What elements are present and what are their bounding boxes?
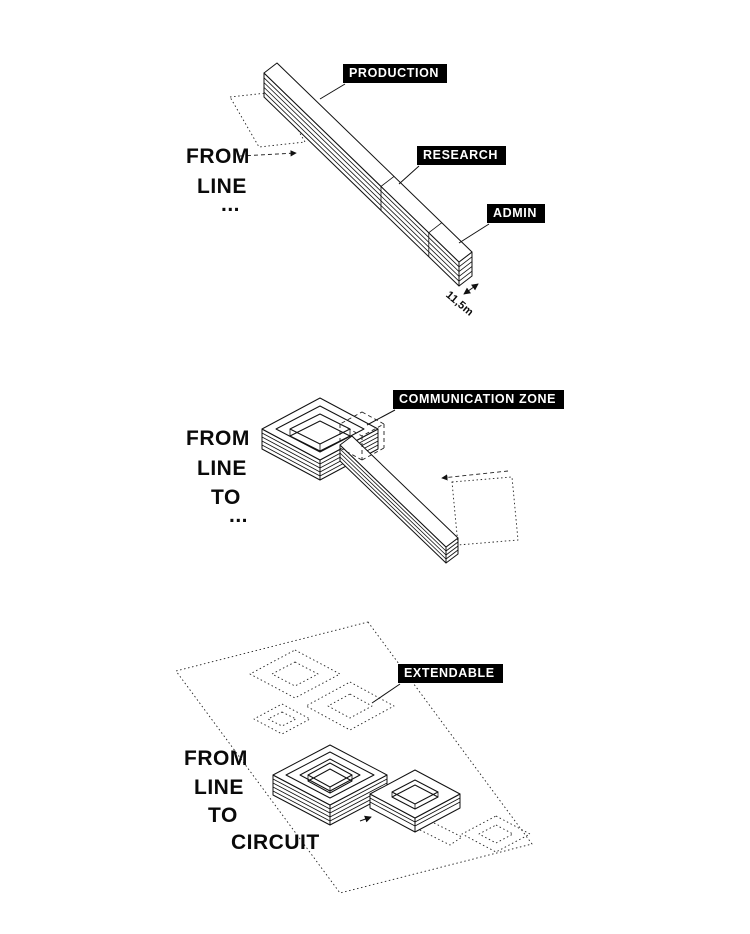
dimension-line <box>463 283 479 295</box>
caption-line: FROM <box>186 427 250 450</box>
panel-circuit-diagram <box>175 621 533 894</box>
growth-arrow <box>359 815 372 823</box>
label-extendable: EXTENDABLE <box>398 664 503 683</box>
growth-arrow <box>239 150 297 157</box>
leader-research <box>398 165 420 185</box>
label-production: PRODUCTION <box>343 64 448 83</box>
growth-arrow <box>441 470 509 481</box>
phantom-module-outline <box>451 476 519 546</box>
label-communication-zone: COMMUNICATION ZONE <box>393 390 565 409</box>
floor-lines <box>263 77 473 282</box>
leader-admin <box>458 223 490 244</box>
bar-top-face <box>263 62 473 263</box>
label-research: RESEARCH <box>417 146 506 165</box>
site-outline <box>175 621 533 894</box>
floor-lines <box>339 448 459 560</box>
caption-line: ... <box>221 193 241 216</box>
zone-division-lines <box>380 176 443 257</box>
courtyard-building <box>272 744 388 826</box>
caption-line: TO <box>208 804 238 827</box>
leader-extendable <box>371 683 401 704</box>
caption-line: TO <box>211 486 241 509</box>
attached-bar-building <box>339 435 459 564</box>
panel-line-to-diagram <box>261 397 519 564</box>
caption-line: FROM <box>186 145 250 168</box>
label-admin: ADMIN <box>487 204 545 223</box>
bar-top-face <box>339 435 459 548</box>
leader-production <box>319 83 346 100</box>
caption-line: LINE <box>197 457 247 480</box>
leader-communication-zone <box>366 409 396 426</box>
panel-line-diagram <box>229 62 490 295</box>
caption-line: LINE <box>194 776 244 799</box>
caption-line: FROM <box>184 747 248 770</box>
floor-lines <box>369 797 461 827</box>
floor-lines <box>272 778 388 822</box>
linear-bar-building <box>263 62 473 287</box>
bar-front-face <box>263 72 460 287</box>
caption-line: CIRCUIT <box>231 831 320 854</box>
caption-line: LINE <box>197 175 247 198</box>
caption-line: ... <box>229 504 249 527</box>
low-wing-building <box>369 769 461 833</box>
